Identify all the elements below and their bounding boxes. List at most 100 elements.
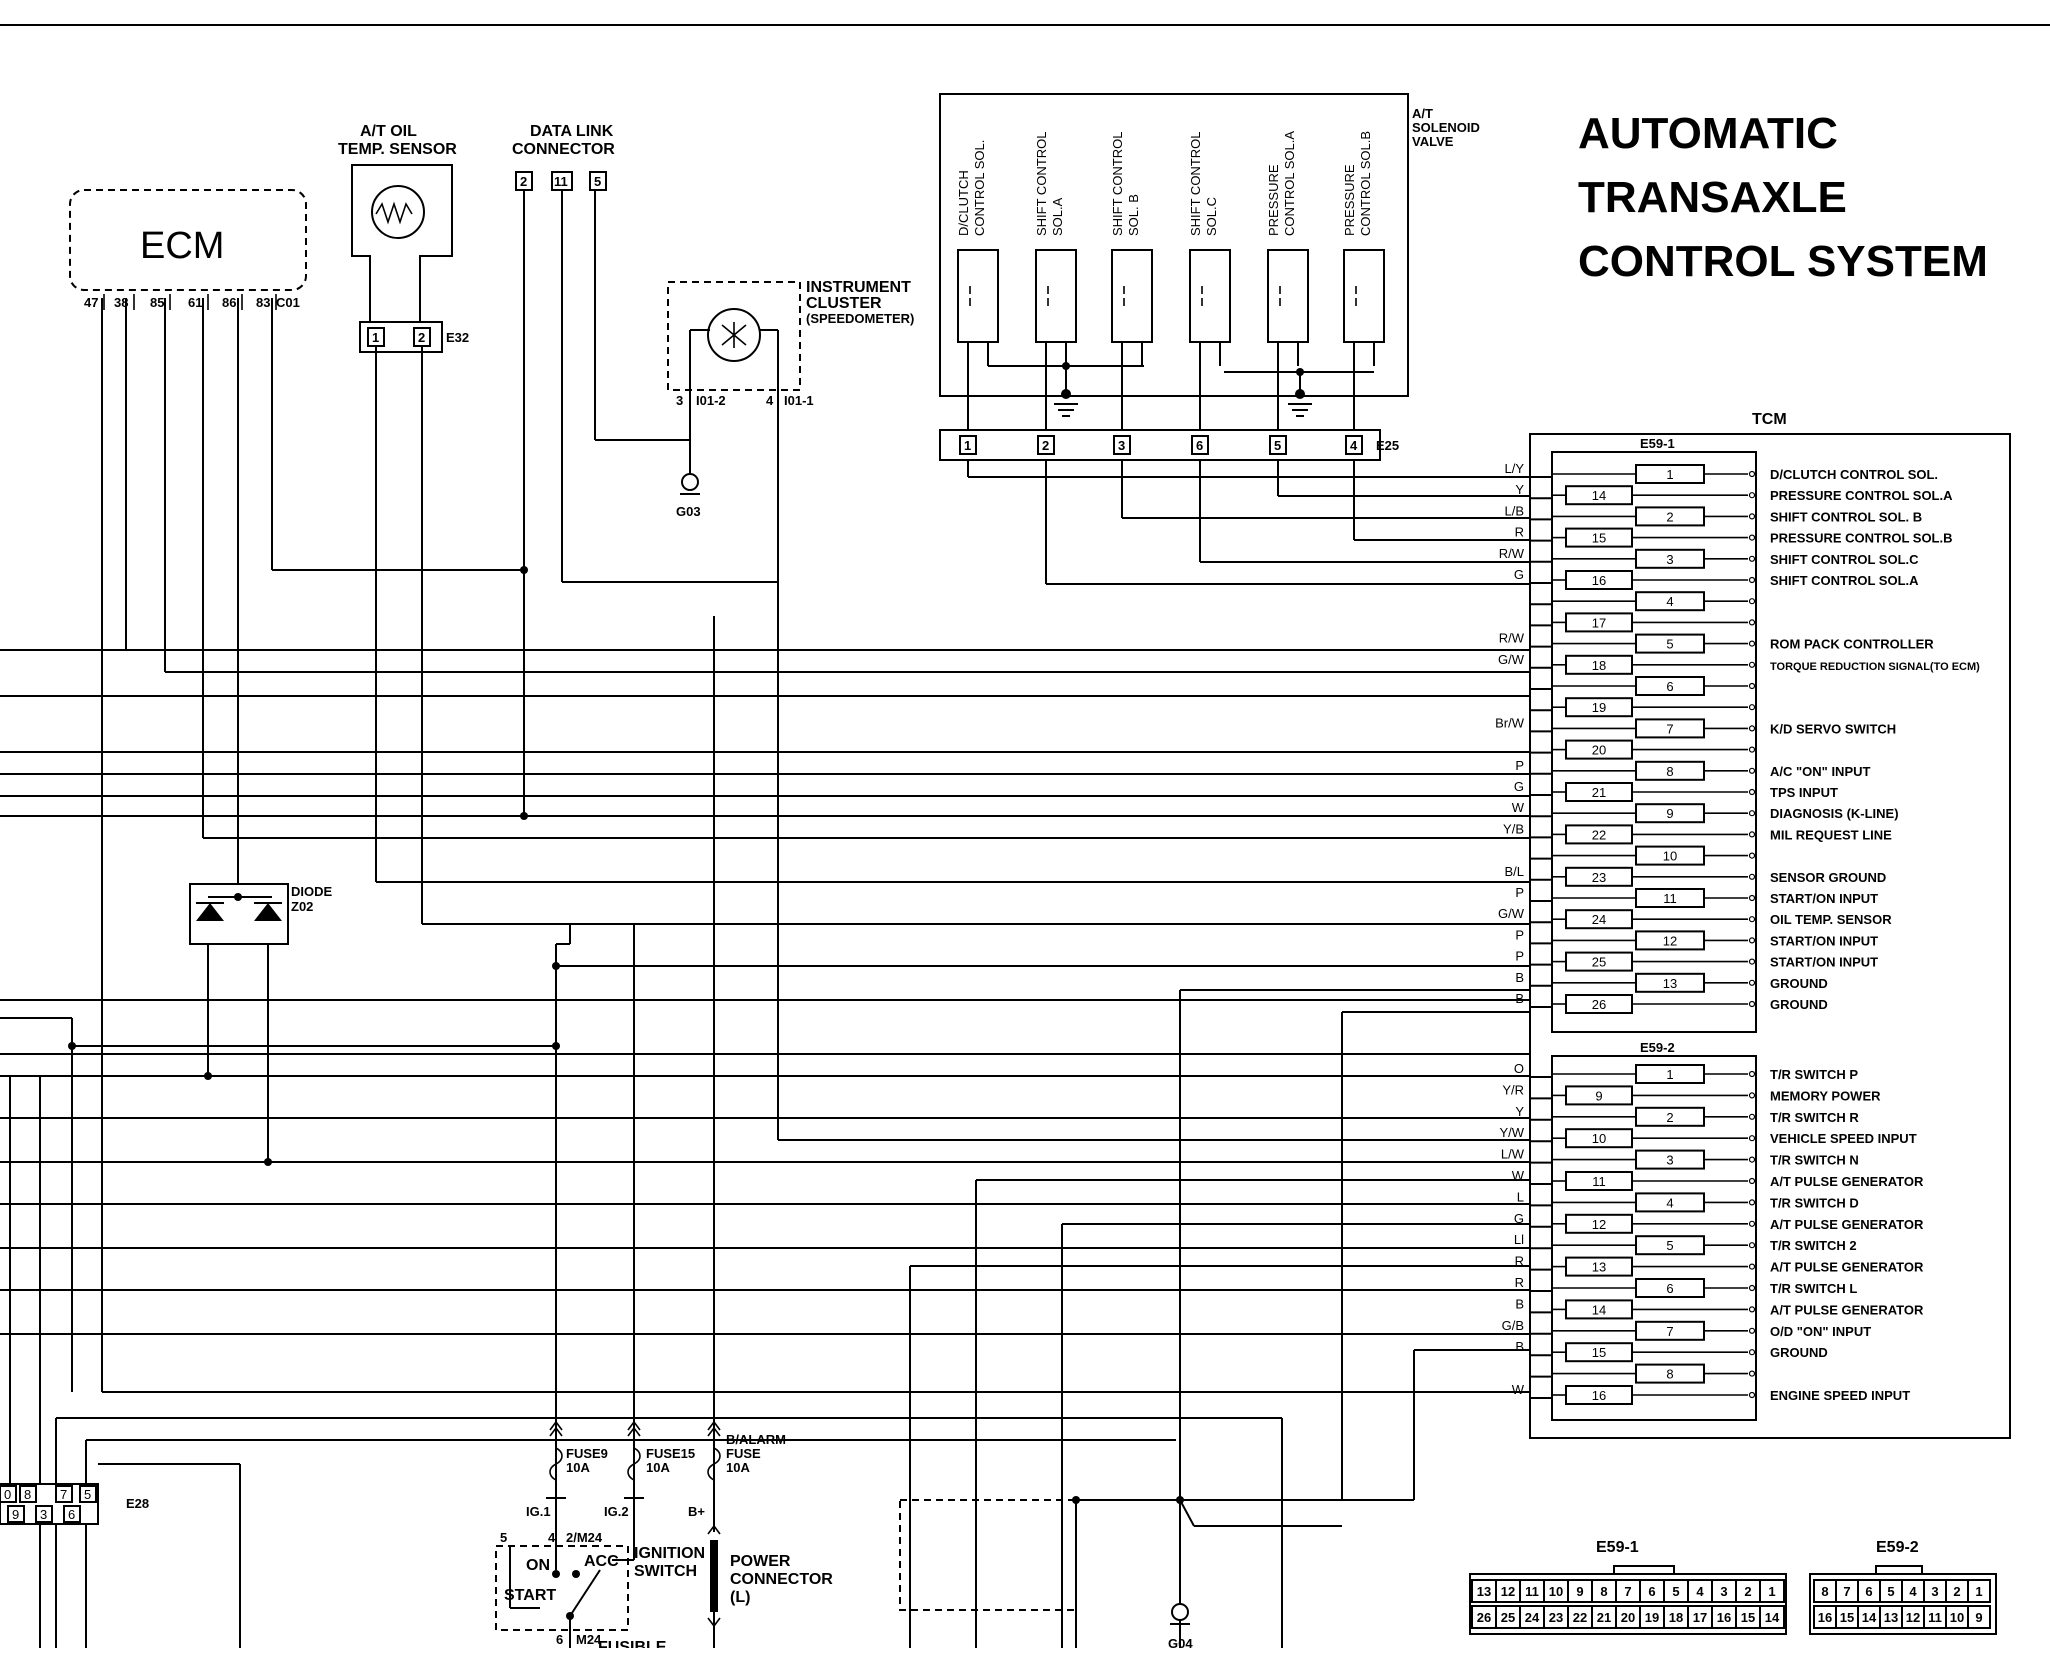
balarm-feed: B+ <box>688 1504 705 1519</box>
data-link-connector: DATA LINK CONNECTOR 2 11 5 <box>512 123 615 191</box>
tcm-return-wiring: G04 <box>899 989 1530 1651</box>
footer-e592-cells-cell-label: 16 <box>1818 1610 1832 1625</box>
e591-rows-pin-17: 17 <box>1592 615 1606 630</box>
footer-e592-cells-cell-label: 12 <box>1906 1610 1920 1625</box>
power-connector: POWER CONNECTOR (L) <box>707 1524 833 1648</box>
e591-rows-pin-14: 14 <box>1592 488 1606 503</box>
e592-rows-pin-4: 4 <box>1666 1195 1673 1210</box>
oil-sensor-title-1: A/T OIL <box>360 123 417 140</box>
diode-z02: DIODE Z02 <box>189 883 333 945</box>
e591-rows-pin-9: 9 <box>1666 806 1673 821</box>
e25-pin-4: 4 <box>1350 438 1358 453</box>
footer-e592-cells-cell-label: 4 <box>1909 1584 1917 1599</box>
wire-color: P <box>1515 927 1524 942</box>
ign-pos-on: ON <box>526 1557 550 1574</box>
footer-e592-cells-cell-label: 8 <box>1821 1584 1828 1599</box>
cluster-title-3: (SPEEDOMETER) <box>806 311 914 326</box>
wire-color: P <box>1515 758 1524 773</box>
wire-color: W <box>1512 800 1525 815</box>
solenoid-2-label-1: SHIFT CONTROL <box>1034 132 1049 237</box>
e25-label: E25 <box>1376 438 1399 453</box>
e591-rows-pin-16: 16 <box>1592 573 1606 588</box>
ecm-pin-86: 86 <box>222 295 236 310</box>
fuse9-label: FUSE9 <box>566 1446 608 1461</box>
footer-e591-cells-cell-label: 9 <box>1576 1584 1583 1599</box>
oil-sensor-connector: E32 <box>446 330 469 345</box>
e592-rows-pin-9: 9 <box>1595 1088 1602 1103</box>
ign-pin-5: 5 <box>500 1530 507 1545</box>
cluster-conn-left: I01-2 <box>696 393 726 408</box>
footer-e591-cells-cell-label: 7 <box>1624 1584 1631 1599</box>
thermistor-icon <box>375 201 413 225</box>
e28-pin-0 <box>0 1485 17 1503</box>
footer-e591-cells-cell-label: 4 <box>1696 1584 1704 1599</box>
footer-e592-cells-cell-label: 11 <box>1928 1610 1942 1625</box>
wire-color: Y <box>1515 482 1524 497</box>
ecm-pin-83: 83 <box>256 295 270 310</box>
wire-color: G <box>1514 1211 1524 1226</box>
e591-rows-pin-21: 21 <box>1592 785 1606 800</box>
wire-color: L/B <box>1504 503 1524 518</box>
wire-color: B <box>1515 991 1524 1006</box>
e592-rows-pin-3: 3 <box>1666 1153 1673 1168</box>
e591-rows-pin-11: 11 <box>1663 891 1677 906</box>
footer-e591-cells-cell-label: 25 <box>1501 1610 1515 1625</box>
e592-rows-pin-2: 2 <box>1666 1110 1673 1125</box>
tcm-function-label: SHIFT CONTROL SOL. B <box>1770 509 1922 524</box>
tcm-function-label: GROUND <box>1770 997 1828 1012</box>
balarm-fuse-rating: 10A <box>726 1460 750 1475</box>
wire-color: Y <box>1515 1104 1524 1119</box>
e28-pin-label: 5 <box>84 1487 91 1502</box>
cluster-pin-3: 3 <box>676 393 683 408</box>
wire-color: R <box>1515 1275 1524 1290</box>
e592-rows-pin-16: 16 <box>1592 1388 1606 1403</box>
ecm-pin-85: 85 <box>150 295 164 310</box>
title-line-2: TRANSAXLE <box>1578 173 1847 222</box>
footer-e592-cells-cell-label: 6 <box>1865 1584 1872 1599</box>
tcm-function-label: T/R SWITCH 2 <box>1770 1238 1857 1253</box>
tcm-function-label: PRESSURE CONTROL SOL.B <box>1770 531 1953 546</box>
oil-temp-sensor: A/T OIL TEMP. SENSOR 1 2 E32 <box>338 123 469 353</box>
e25-pin-5-box <box>1269 435 1287 455</box>
dlc-title-2: CONNECTOR <box>512 141 615 158</box>
e591-rows-pin-2: 2 <box>1666 509 1673 524</box>
e28-pin-6 <box>63 1505 81 1523</box>
footer-e592-cells-cell-label: 7 <box>1843 1584 1850 1599</box>
cluster-title-2: CLUSTER <box>806 295 882 312</box>
e28-pin-label: 7 <box>60 1487 67 1502</box>
instrument-cluster: INSTRUMENT CLUSTER (SPEEDOMETER) 3 I01-2… <box>667 279 914 408</box>
tcm-function-label: GROUND <box>1770 1345 1828 1360</box>
e592-rows-pin-12: 12 <box>1592 1217 1606 1232</box>
e25-pin-5: 5 <box>1274 438 1281 453</box>
tcm-function-label: PRESSURE CONTROL SOL.A <box>1770 488 1953 503</box>
power-conn-title-3: (L) <box>730 1589 750 1606</box>
wire-color: G/W <box>1498 906 1525 921</box>
e591-rows-pin-19: 19 <box>1592 700 1606 715</box>
footer-e592-cells-cell-label: 13 <box>1884 1610 1898 1625</box>
footer-e591-cells-cell-label: 14 <box>1765 1610 1780 1625</box>
footer-e592-cells-cell-label: 10 <box>1950 1610 1964 1625</box>
tcm-function-label: ENGINE SPEED INPUT <box>1770 1388 1910 1403</box>
solenoid-5-label-1: PRESSURE <box>1266 164 1281 236</box>
tcm-function-label: OIL TEMP. SENSOR <box>1770 912 1892 927</box>
footer-e591-cells-cell-label: 20 <box>1621 1610 1635 1625</box>
footer-e591-cells-cell <box>1759 1579 1785 1603</box>
e28-pin-label: 0 <box>4 1487 11 1502</box>
e591-rows-pin-23: 23 <box>1592 870 1606 885</box>
wire-color: B <box>1515 970 1524 985</box>
footer-e592-cells-cell <box>1967 1579 1991 1603</box>
tcm-function-label: T/R SWITCH D <box>1770 1195 1859 1210</box>
tcm-function-label: SENSOR GROUND <box>1770 870 1886 885</box>
tcm-function-label: A/C "ON" INPUT <box>1770 764 1870 779</box>
tcm-function-label: START/ON INPUT <box>1770 955 1878 970</box>
wire-color: L/Y <box>1504 461 1524 476</box>
ignition-switch: 5 4 2/M24 6 M24 ON ACC START IGNITION SW… <box>495 1498 705 1653</box>
e28-pin-label: 8 <box>24 1487 31 1502</box>
tcm-function-label: VEHICLE SPEED INPUT <box>1770 1131 1917 1146</box>
wire-color: Ll <box>1514 1232 1524 1247</box>
tcm-function-label: A/T PULSE GENERATOR <box>1770 1260 1924 1275</box>
e25-pin-3: 3 <box>1118 438 1125 453</box>
ign-pin-2: 2/M24 <box>566 1530 603 1545</box>
e591-rows-pin-8: 8 <box>1666 764 1673 779</box>
